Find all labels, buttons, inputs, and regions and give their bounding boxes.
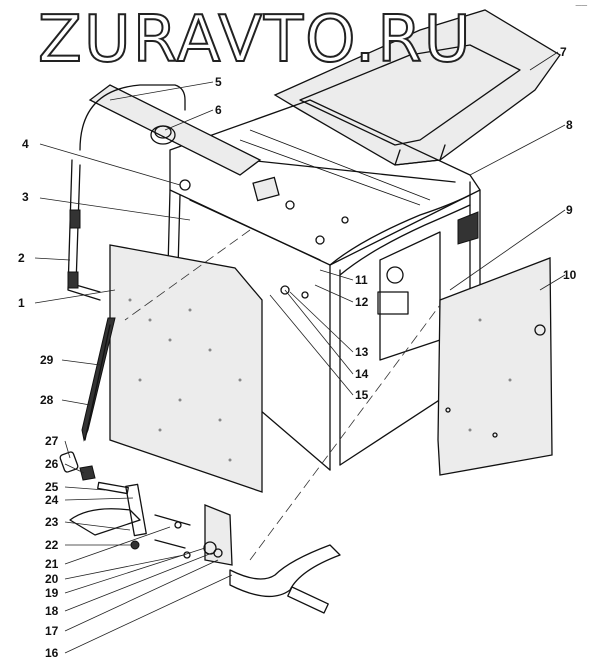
- callout-7: 7: [560, 45, 567, 59]
- callout-16: 16: [45, 646, 59, 660]
- callout-27: 27: [45, 434, 59, 448]
- callout-1: 1: [18, 296, 25, 310]
- callout-29: 29: [40, 353, 54, 367]
- leader-lines: [34, 51, 566, 654]
- rear-window-frame: [67, 84, 186, 301]
- front-window-panel: [109, 244, 263, 493]
- callout-25: 25: [45, 480, 59, 494]
- callout-11: 11: [355, 273, 368, 287]
- watermark-logo: ZURAVTO.RU: [37, 3, 473, 77]
- assembly-guide-line: [249, 304, 441, 561]
- callout-18: 18: [45, 604, 59, 618]
- callout-22: 22: [45, 538, 59, 552]
- callout-26: 26: [45, 457, 59, 471]
- callout-4: 4: [22, 137, 29, 151]
- callout-13: 13: [355, 345, 369, 359]
- wiper-arm: [81, 317, 116, 442]
- callout-23: 23: [45, 515, 59, 529]
- callout-8: 8: [566, 118, 573, 132]
- callout-14: 14: [355, 367, 369, 381]
- callout-20: 20: [45, 572, 59, 586]
- callout-28: 28: [40, 393, 54, 407]
- callout-10: 10: [563, 268, 577, 282]
- callout-24: 24: [45, 493, 59, 507]
- corner-mark: ──: [575, 1, 587, 10]
- callout-15: 15: [355, 388, 369, 402]
- callout-3: 3: [22, 190, 29, 204]
- interior-components: [179, 176, 409, 315]
- callout-2: 2: [18, 251, 25, 265]
- callout-9: 9: [566, 203, 573, 217]
- callout-21: 21: [45, 557, 59, 571]
- wiper-motor-assembly: [59, 451, 341, 614]
- wiper-guide-line: [124, 229, 251, 321]
- callout-5: 5: [215, 75, 222, 89]
- panel-texture: [128, 298, 512, 462]
- callout-17: 17: [45, 624, 59, 638]
- roof-panel: [273, 9, 561, 166]
- callout-12: 12: [355, 295, 369, 309]
- callout-19: 19: [45, 586, 59, 600]
- sun-visor: [88, 84, 262, 176]
- callout-6: 6: [215, 103, 222, 117]
- side-door-panel: [437, 257, 553, 476]
